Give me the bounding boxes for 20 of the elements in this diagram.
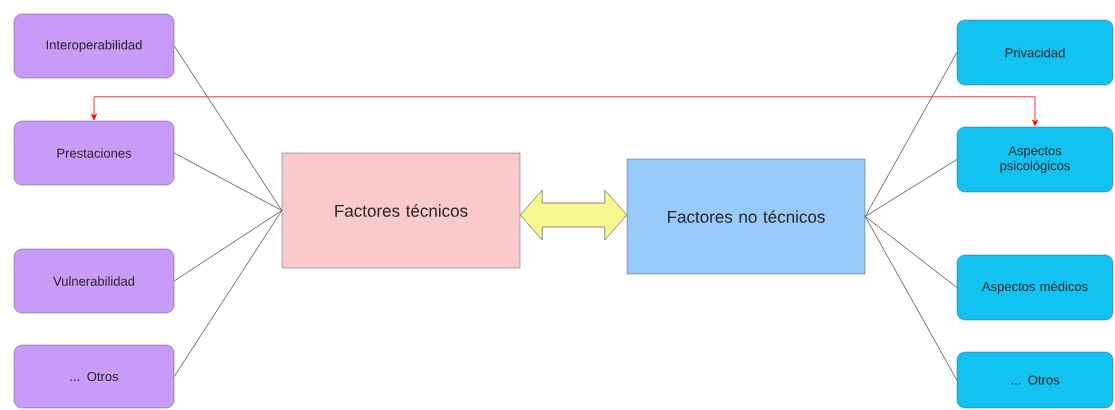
connector-line — [864, 216, 958, 288]
rounded-box: Vulnerabilidad — [13, 248, 175, 314]
factor-box: Factores no técnicos — [626, 158, 866, 275]
rounded-box: ... Otros — [956, 351, 1114, 409]
factor-box: Factores técnicos — [281, 152, 521, 269]
connector-line — [173, 45, 283, 211]
arrow — [91, 96, 1038, 127]
connector-line — [864, 216, 958, 381]
rounded-box: ... Otros — [13, 344, 175, 409]
rounded-box: Prestaciones — [13, 120, 175, 186]
rounded-box: Privacidad — [956, 19, 1114, 86]
rounded-box: Interoperabilidad — [13, 13, 175, 79]
rounded-box: Aspectos psicológicos — [956, 126, 1114, 193]
connector-line — [864, 159, 958, 217]
connector-line — [173, 152, 283, 211]
connector-line — [173, 210, 283, 282]
rounded-box: Aspectos médicos — [956, 254, 1114, 321]
connector-line — [864, 52, 958, 217]
double-arrow — [519, 189, 628, 241]
connector-line — [173, 210, 283, 377]
